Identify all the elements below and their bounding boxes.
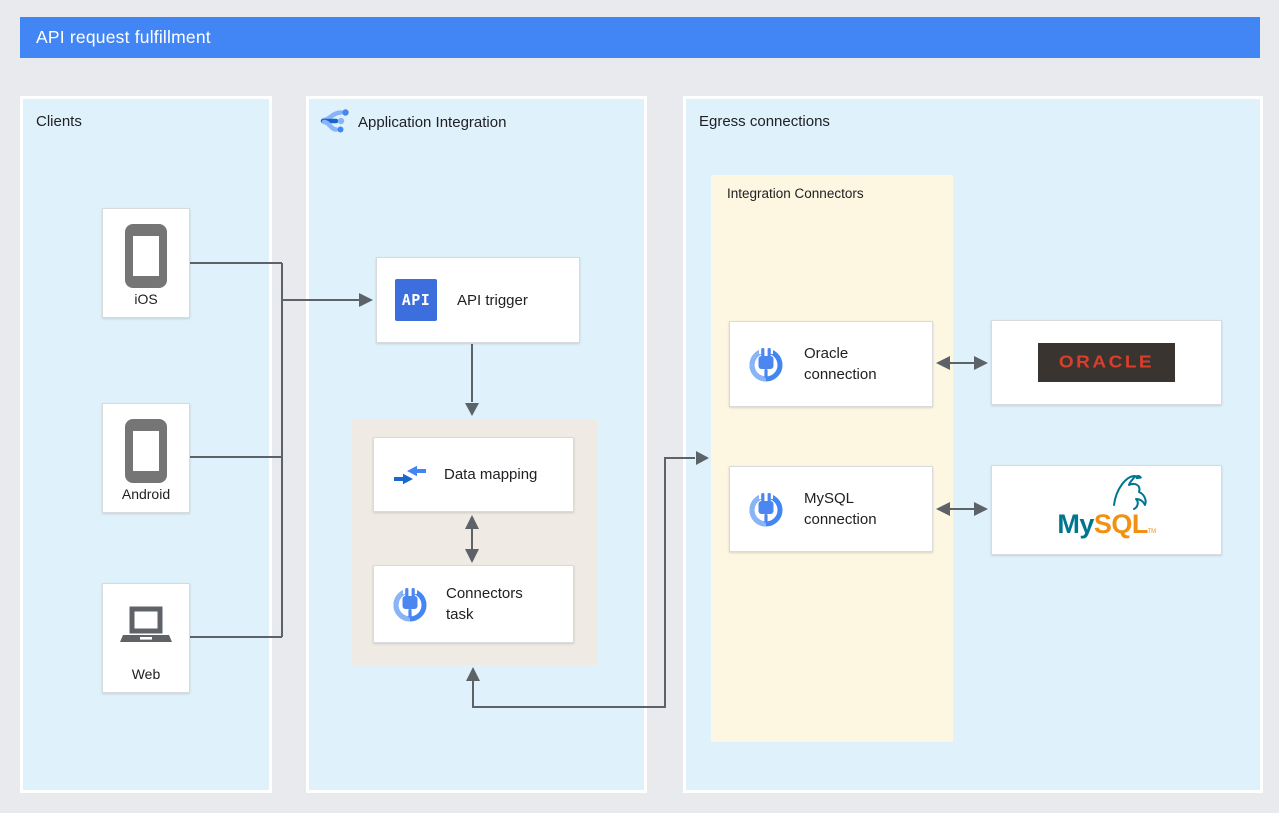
application-integration-icon xyxy=(320,109,349,133)
connectors-task-card: Connectors task xyxy=(373,565,574,643)
integration-connectors-group xyxy=(711,175,953,742)
api-trigger-icon: API xyxy=(395,279,437,321)
mysql-database-card: MySQLTM xyxy=(991,465,1222,555)
application-integration-panel-title: Application Integration xyxy=(358,114,507,131)
bottom-margin-strip xyxy=(0,813,1279,820)
connectors-icon xyxy=(749,490,783,527)
connectors-task-label: Connectors task xyxy=(446,585,523,623)
integration-connectors-title: Integration Connectors xyxy=(727,186,864,201)
web-label: Web xyxy=(131,666,161,682)
api-trigger-label: API trigger xyxy=(457,291,528,309)
mysql-dolphin-icon xyxy=(1113,474,1147,510)
mysql-connection-card: MySQL connection xyxy=(729,466,933,552)
data-mapping-card: Data mapping xyxy=(373,437,574,512)
data-mapping-label: Data mapping xyxy=(444,466,538,483)
oracle-connection-label: Oracle connection xyxy=(804,345,877,383)
oracle-database-card: ORACLE xyxy=(991,320,1222,405)
diagram-title: API request fulfillment xyxy=(36,27,211,47)
diagram-title-bar: API request fulfillment xyxy=(20,17,1260,58)
connectors-icon xyxy=(393,585,427,622)
data-mapping-icon xyxy=(394,465,426,484)
web-client-card: Web xyxy=(102,583,190,693)
oracle-logo: ORACLE xyxy=(1038,343,1175,382)
smartphone-icon xyxy=(103,223,189,289)
api-trigger-card: API API trigger xyxy=(376,257,580,343)
mysql-connection-label: MySQL connection xyxy=(804,490,877,528)
laptop-icon xyxy=(103,606,189,644)
egress-panel-title: Egress connections xyxy=(699,113,830,130)
connectors-icon xyxy=(749,345,783,382)
smartphone-icon xyxy=(103,418,189,484)
ios-client-card: iOS xyxy=(102,208,190,318)
android-label: Android xyxy=(121,486,171,502)
clients-panel-title: Clients xyxy=(36,113,82,130)
oracle-connection-card: Oracle connection xyxy=(729,321,933,407)
android-client-card: Android xyxy=(102,403,190,513)
ios-label: iOS xyxy=(134,291,158,307)
mysql-logo: MySQLTM xyxy=(1057,509,1156,539)
